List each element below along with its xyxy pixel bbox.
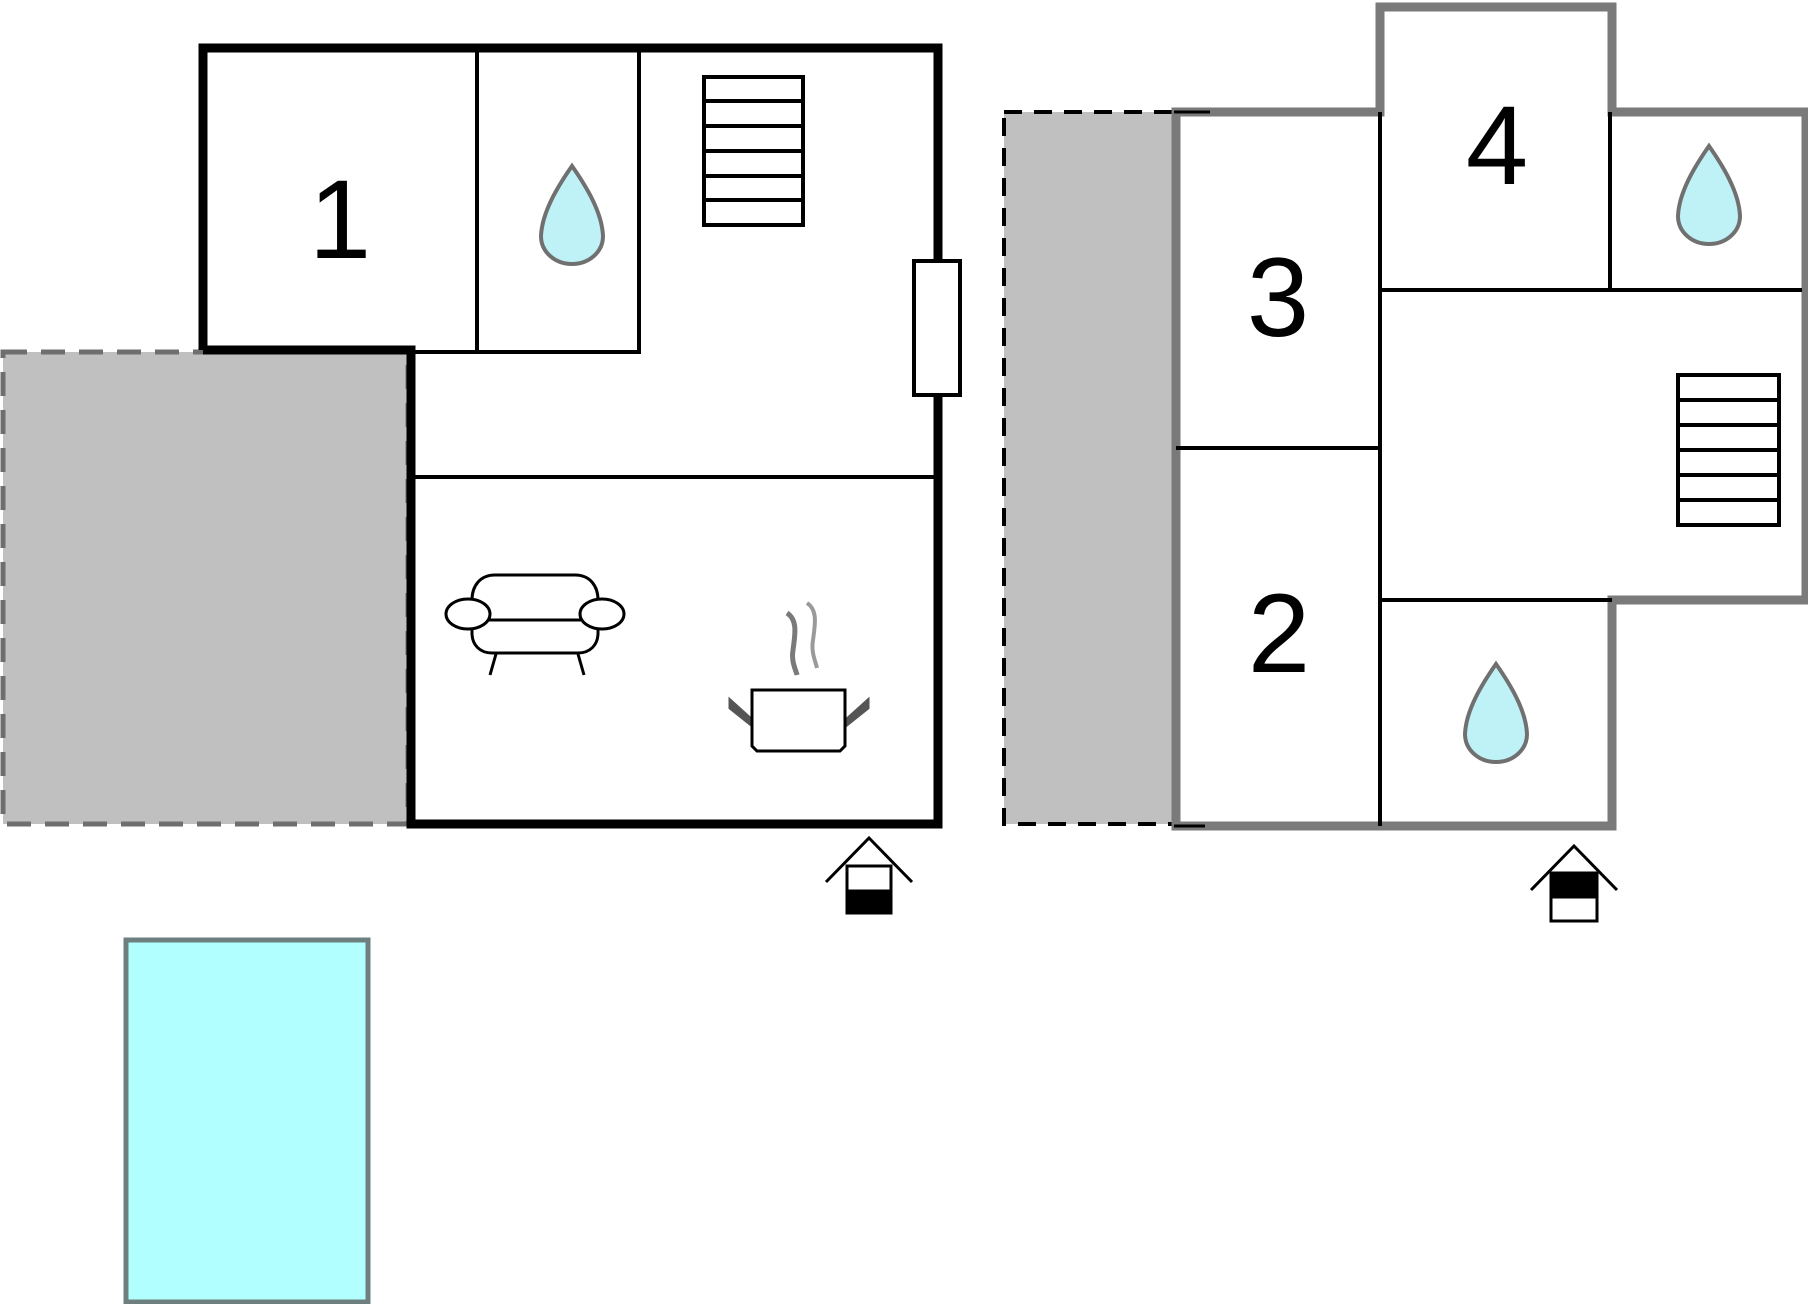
stairs-icon <box>702 75 805 227</box>
right-inner-walls <box>1176 112 1802 826</box>
room-number-3: 3 <box>1247 235 1309 360</box>
pool-icon <box>123 937 371 1304</box>
right-building: 4 3 2 <box>1002 2 1808 923</box>
water-drop-icon <box>539 164 605 266</box>
window-icon <box>912 259 962 397</box>
room-number-4: 4 <box>1466 83 1528 208</box>
left-inner-walls <box>411 48 938 479</box>
sofa-icon <box>444 573 626 676</box>
room-number-2: 2 <box>1248 571 1310 696</box>
left-building-walls <box>198 43 943 829</box>
left-building: 1 <box>0 43 962 915</box>
terrace-left <box>0 349 411 827</box>
cooking-pot-icon <box>728 601 870 753</box>
right-building-walls <box>1171 2 1808 831</box>
room-number-1: 1 <box>309 157 371 282</box>
terrace-right <box>1002 110 1176 826</box>
entrance-icon <box>824 835 914 915</box>
stairs-icon <box>1676 373 1781 527</box>
entrance-icon <box>1529 843 1619 923</box>
